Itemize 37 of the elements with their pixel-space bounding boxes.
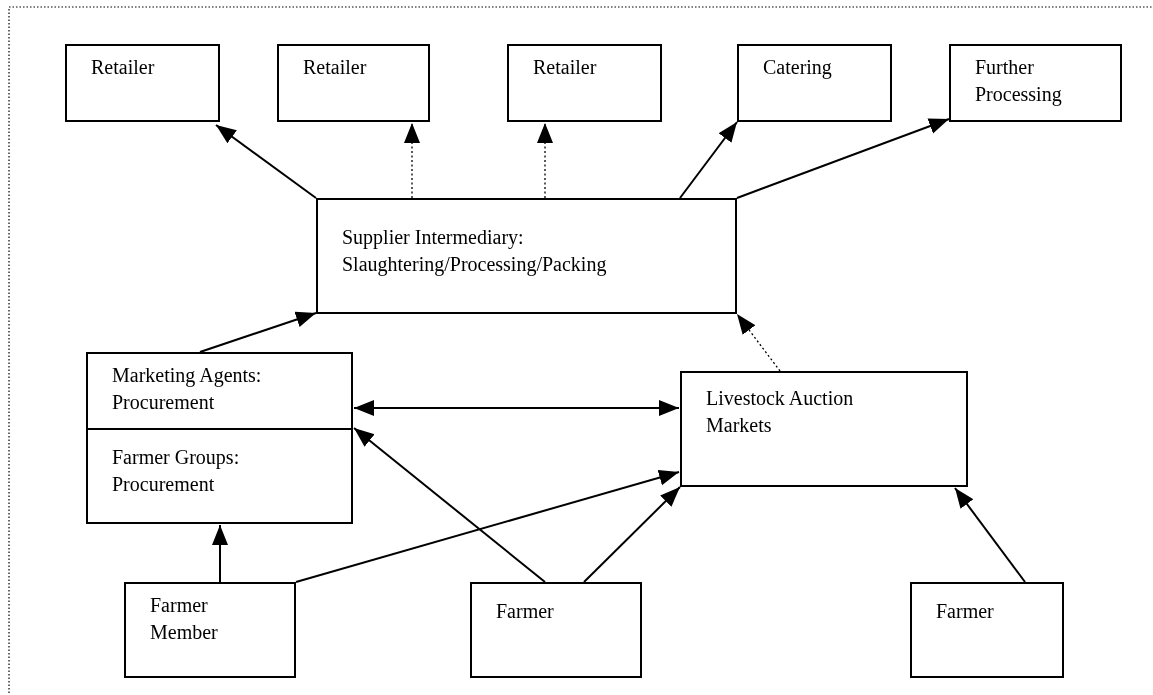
box-label: Supplier Intermediary: Slaughtering/Processing/Packing	[342, 225, 608, 278]
box-label: Marketing Agents: Procurement	[112, 363, 263, 415]
box-label: Livestock Auction Markets	[706, 386, 855, 438]
process-box	[277, 44, 430, 122]
arrow	[583, 486, 681, 583]
process-box	[86, 352, 353, 430]
arrow	[954, 487, 1026, 583]
arrow	[736, 313, 781, 372]
box-label: Retailer	[533, 55, 597, 80]
box-label: Retailer	[303, 55, 367, 80]
process-box	[65, 44, 220, 122]
arrow	[215, 124, 317, 199]
process-box	[910, 582, 1064, 678]
arrow	[679, 121, 738, 199]
process-box	[737, 44, 892, 122]
process-box	[680, 371, 968, 487]
arrow	[404, 122, 420, 199]
box-label: Farmer	[936, 599, 994, 624]
box-label: Retailer	[91, 55, 155, 80]
box-label: Catering	[763, 55, 832, 81]
arrow	[199, 311, 317, 353]
box-label: Further Processing	[975, 55, 1063, 108]
process-box	[949, 44, 1122, 122]
box-label: Farmer	[496, 599, 554, 624]
process-box	[470, 582, 642, 678]
arrow	[212, 524, 228, 583]
arrow	[353, 400, 680, 416]
box-label: Farmer Member	[150, 593, 219, 645]
arrow	[736, 118, 950, 199]
process-box	[316, 198, 737, 314]
arrow	[537, 122, 553, 199]
arrow	[295, 469, 680, 583]
arrow	[353, 427, 546, 583]
process-box	[124, 582, 296, 678]
process-box	[86, 428, 353, 524]
box-label: Farmer Groups: Procurement	[112, 445, 241, 497]
process-box	[507, 44, 662, 122]
